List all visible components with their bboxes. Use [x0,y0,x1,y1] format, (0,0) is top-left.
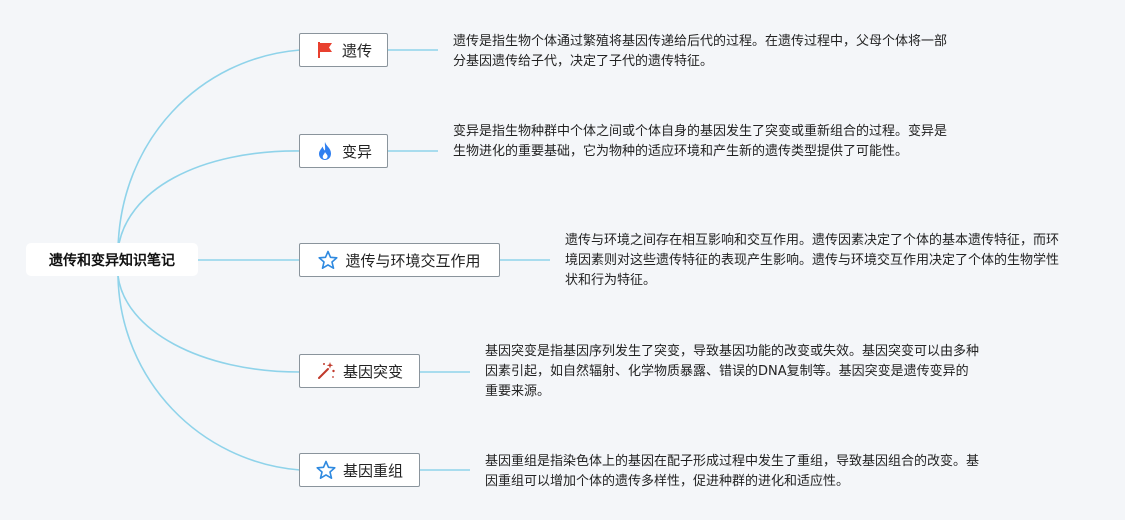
red-flag-icon [315,40,335,60]
topic-variation[interactable]: 变异 [299,134,388,168]
topic-label: 基因重组 [342,461,403,480]
note-gene-environment-interaction: 遗传与环境之间存在相互影响和交互作用。遗传因素决定了个体的基本遗传特征，而环境因… [565,233,1060,288]
root-topic-label: 遗传和变异知识笔记 [49,252,175,269]
edge-root-to-topic-2 [117,150,301,251]
note-variation: 变异是指生物种群中个体之间或个体自身的基因发生了突变或重新组合的过程。变异是生物… [453,124,948,159]
note-inheritance: 遗传是指生物个体通过繁殖将基因传递给后代的过程。在遗传过程中，父母个体将一部分基… [453,34,948,69]
root-topic[interactable]: 遗传和变异知识笔记 [26,243,198,276]
topic-gene-recombination[interactable]: 基因重组 [299,453,420,487]
topic-gene-environment-interaction[interactable]: 遗传与环境交互作用 [299,243,500,277]
note-gene-recombination: 基因重组是指染色体上的基因在配子形成过程中发生了重组，导致基因组合的改变。基因重… [485,454,980,489]
note-gene-mutation: 基因突变是指基因序列发生了突变，导致基因功能的改变或失效。基因突变可以由多种因素… [485,344,980,399]
topic-gene-mutation[interactable]: 基因突变 [299,354,420,388]
topic-label: 遗传与环境交互作用 [345,251,481,270]
topic-label: 遗传 [341,41,372,60]
edge-root-to-topic-4 [117,275,301,373]
magic-wand-icon [316,361,336,381]
star-outline-icon [318,250,339,270]
topic-label: 基因突变 [342,362,403,381]
topic-label: 变异 [341,142,372,161]
star-outline-icon [316,460,336,480]
topic-inheritance[interactable]: 遗传 [299,33,388,67]
edge-root-to-topic-5 [117,275,301,471]
blue-flame-icon [315,141,335,161]
edge-root-to-topic-1 [117,49,301,251]
